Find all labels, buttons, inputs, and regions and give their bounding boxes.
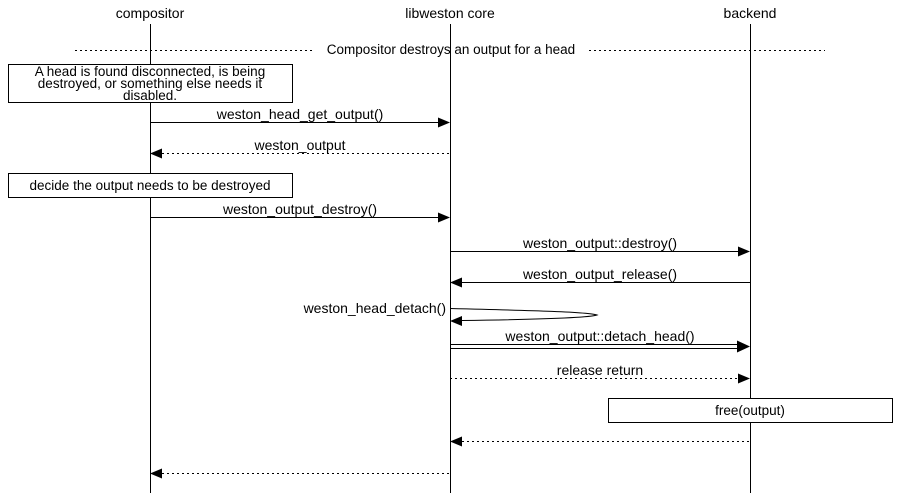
message-weston-head-detach-self: weston_head_detach()	[303, 300, 599, 326]
participant-label-backend: backend	[724, 5, 777, 21]
note-box	[608, 398, 893, 423]
message-weston-head-get-output: weston_head_get_output()	[150, 106, 450, 128]
message-release-return: release return	[450, 362, 750, 384]
participant-label-libweston-core: libweston core	[405, 5, 495, 21]
message-weston-output-detach-head: weston_output::detach_head()	[450, 328, 750, 353]
note-line: A head is found disconnected, is being	[35, 64, 265, 79]
arrowhead-left-icon	[450, 316, 462, 326]
message-label: weston_output::detach_head()	[504, 328, 694, 344]
note-line: free(output)	[715, 403, 785, 418]
note-line: destroyed, or something else needs it	[38, 76, 263, 91]
message-label: weston_output::destroy()	[522, 235, 677, 251]
note-box	[8, 173, 293, 198]
note-line: disabled.	[123, 88, 177, 103]
message-label: release return	[557, 362, 643, 378]
divider: Compositor destroys an output for a head	[75, 42, 825, 57]
message-label: weston_head_detach()	[303, 300, 446, 316]
note-line: decide the output needs to be destroyed	[30, 178, 271, 193]
message-label: weston_output_destroy()	[222, 201, 377, 217]
divider-label: Compositor destroys an output for a head	[327, 42, 575, 57]
participant-label-compositor: compositor	[116, 5, 185, 21]
message-weston-output-destroy-vfunc: weston_output::destroy()	[450, 235, 750, 257]
message-return-backend-to-core	[450, 436, 750, 447]
note-disconnected-head: A head is found disconnected, is being d…	[8, 64, 293, 103]
arrowhead-left-icon	[150, 148, 162, 159]
arrowhead-right-icon	[738, 246, 750, 257]
message-label: weston_head_get_output()	[216, 106, 384, 122]
arrowhead-right-icon	[438, 117, 450, 128]
self-call-loop	[449, 308, 599, 321]
message-weston-output-destroy: weston_output_destroy()	[150, 201, 450, 223]
note-decide-destroy: decide the output needs to be destroyed	[8, 173, 293, 198]
arrowhead-right-icon	[738, 373, 750, 384]
arrowhead-left-icon	[450, 277, 462, 288]
message-weston-output-release: weston_output_release()	[450, 266, 750, 288]
message-label: weston_output_release()	[522, 266, 677, 282]
message-label: weston_output	[253, 137, 345, 153]
note-free-output: free(output)	[608, 398, 893, 423]
message-return-core-to-compositor	[150, 468, 450, 479]
message-weston-output-return: weston_output	[150, 137, 450, 159]
arrowhead-right-icon	[438, 212, 450, 223]
arrowhead-left-icon	[150, 468, 162, 479]
note-box	[8, 64, 293, 103]
arrowhead-right-icon	[737, 340, 750, 353]
arrowhead-left-icon	[450, 436, 462, 447]
